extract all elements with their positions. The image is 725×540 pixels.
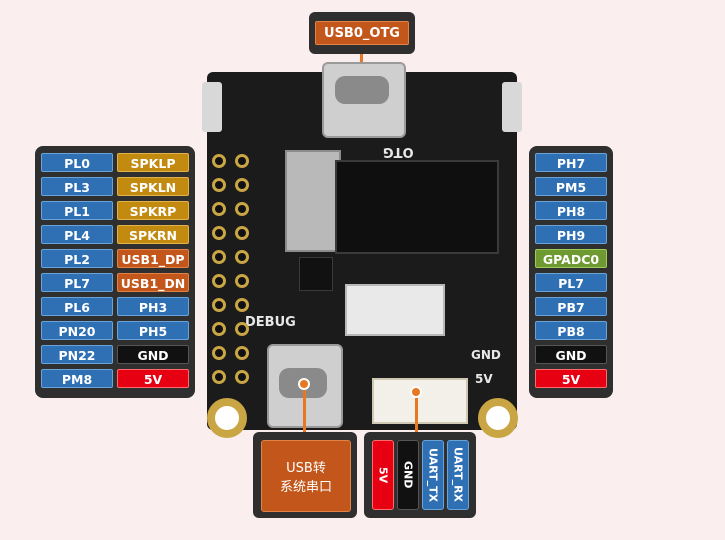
board: OTG DEBUG GND 5V	[202, 62, 522, 430]
header-hole	[235, 322, 249, 336]
pin-pl6: PL6	[41, 297, 113, 316]
pin-ph3: PH3	[117, 297, 189, 316]
pin-gnd: GND	[535, 345, 607, 364]
header-hole	[235, 178, 249, 192]
header-hole	[212, 274, 226, 288]
header-hole	[212, 346, 226, 360]
pin-ph7: PH7	[535, 153, 607, 172]
usb-serial-label: USB转 系统串口	[261, 440, 351, 512]
pin-pl7: PL7	[41, 273, 113, 292]
header-hole	[235, 250, 249, 264]
pin-usb1-dn: USB1_DN	[117, 273, 189, 292]
header-hole	[212, 202, 226, 216]
pin-gnd: GND	[117, 345, 189, 364]
usb0-otg-label: USB0_OTG	[315, 21, 409, 45]
pin-pm8: PM8	[41, 369, 113, 388]
pin-spkrp: SPKRP	[117, 201, 189, 220]
pin-pb7: PB7	[535, 297, 607, 316]
pin-5v: 5V	[117, 369, 189, 388]
header-hole	[212, 370, 226, 384]
pin-pm5: PM5	[535, 177, 607, 196]
uart-pin-gnd: GND	[397, 440, 419, 510]
pin-gpadc0: GPADC0	[535, 249, 607, 268]
pin-spkln: SPKLN	[117, 177, 189, 196]
usb-serial-label-box: USB转 系统串口	[253, 432, 357, 518]
top-label-box: USB0_OTG	[309, 12, 415, 54]
header-hole	[235, 298, 249, 312]
pin-pl4: PL4	[41, 225, 113, 244]
header-hole	[235, 226, 249, 240]
header-hole	[212, 250, 226, 264]
uart-callout-line	[415, 392, 418, 434]
pin-pl0: PL0	[41, 153, 113, 172]
pin-spklp: SPKLP	[117, 153, 189, 172]
mounting-hole-right	[478, 398, 518, 438]
header-hole	[212, 298, 226, 312]
pin-pl1: PL1	[41, 201, 113, 220]
side-button-left	[202, 82, 222, 132]
header-hole	[235, 202, 249, 216]
pin-pb8: PB8	[535, 321, 607, 340]
silk-debug: DEBUG	[245, 315, 296, 330]
uart-connector	[372, 378, 468, 424]
silk-otg: OTG	[383, 144, 414, 159]
side-button-right	[502, 82, 522, 132]
pin-ph9: PH9	[535, 225, 607, 244]
header-hole	[235, 154, 249, 168]
usb-serial-label-line1: USB转	[286, 461, 326, 476]
usb-serial-callout-line	[303, 382, 306, 434]
usb-serial-callout-dot	[298, 378, 310, 390]
header-hole	[212, 322, 226, 336]
header-hole	[212, 178, 226, 192]
header-hole	[235, 346, 249, 360]
uart-pin-5v: 5V	[372, 440, 394, 510]
header-hole	[235, 370, 249, 384]
usb-serial-label-line2: 系统串口	[279, 480, 332, 495]
silk-gnd: GND	[471, 348, 501, 362]
chip	[299, 257, 333, 291]
header-hole	[235, 274, 249, 288]
pin-pn22: PN22	[41, 345, 113, 364]
pin-5v: 5V	[535, 369, 607, 388]
fpc-connector	[345, 284, 445, 336]
pin-pl3: PL3	[41, 177, 113, 196]
header-hole	[212, 154, 226, 168]
usb-c-top-port	[335, 76, 389, 104]
silk-5v: 5V	[475, 372, 493, 386]
sd-card-slot	[285, 150, 341, 252]
pin-usb1-dp: USB1_DP	[117, 249, 189, 268]
pin-pl2: PL2	[41, 249, 113, 268]
pin-ph8: PH8	[535, 201, 607, 220]
pin-ph5: PH5	[117, 321, 189, 340]
uart-callout-dot	[410, 386, 422, 398]
uart-pin-uart-rx: UART_RX	[447, 440, 469, 510]
pin-pn20: PN20	[41, 321, 113, 340]
header-hole	[212, 226, 226, 240]
mounting-hole-left	[207, 398, 247, 438]
pin-spkrn: SPKRN	[117, 225, 189, 244]
uart-pin-uart-tx: UART_TX	[422, 440, 444, 510]
pin-pl7: PL7	[535, 273, 607, 292]
lcd-module	[335, 160, 499, 254]
